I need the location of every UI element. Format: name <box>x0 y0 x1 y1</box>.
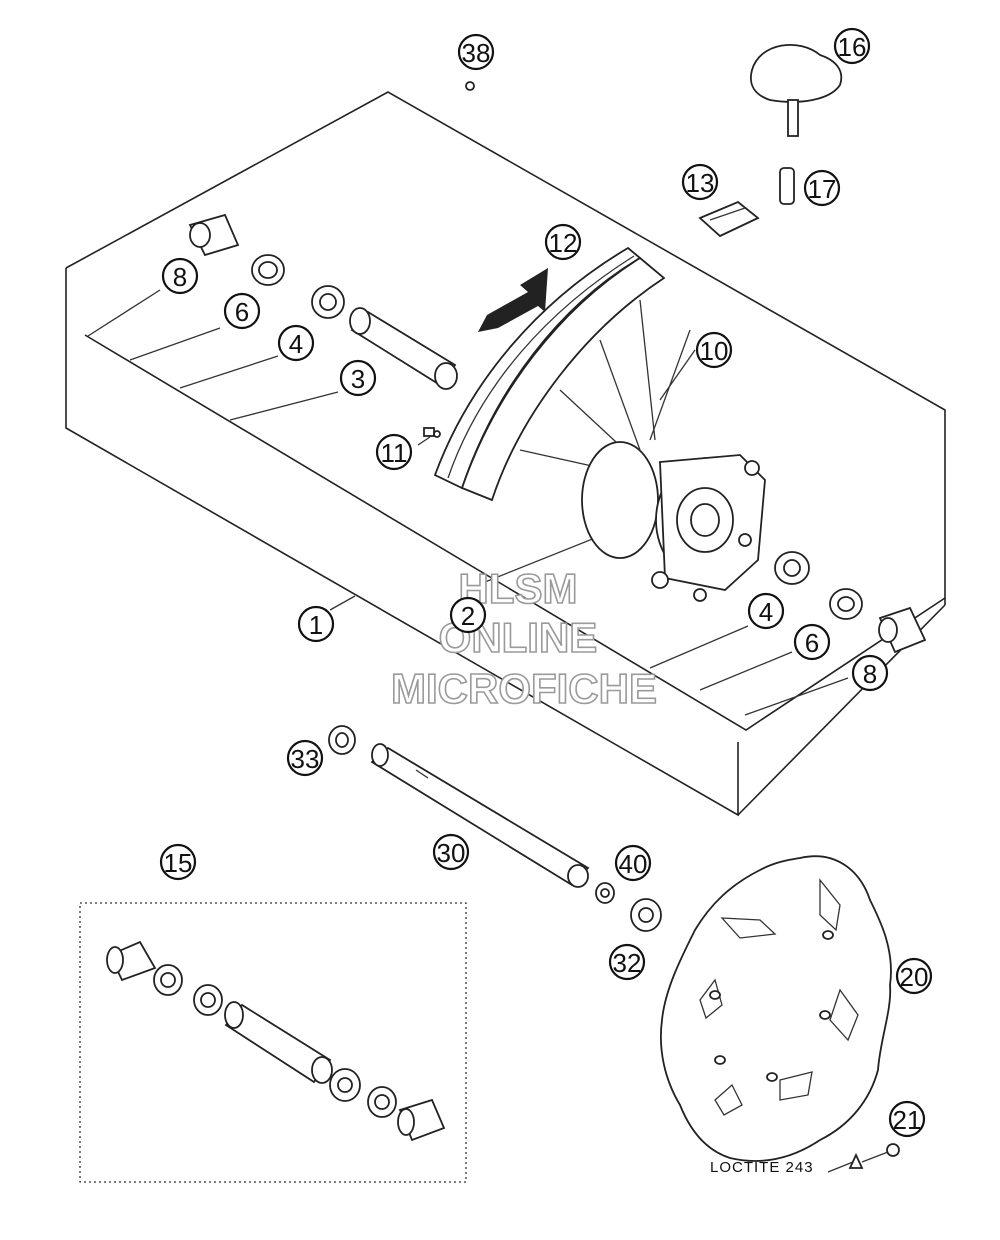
callout-circle <box>681 163 719 201</box>
callout-label: 20 <box>900 962 929 992</box>
callout-12: 12 <box>544 223 582 261</box>
callout-circle <box>747 592 785 630</box>
callout-4b: 4 <box>747 592 785 630</box>
callout-circle <box>432 833 470 871</box>
callout-1: 1 <box>297 605 335 643</box>
callout-label: 32 <box>613 948 642 978</box>
callout-40: 40 <box>614 844 652 882</box>
right-bearing-set <box>774 551 927 654</box>
callout-label: 12 <box>549 228 578 258</box>
loctite-note: LOCTITE 243 <box>710 1159 814 1176</box>
callout-32: 32 <box>608 943 646 981</box>
callout-circle <box>695 331 733 369</box>
rim-lock-nut <box>779 167 795 205</box>
spoke-nipple <box>423 427 441 438</box>
callout-circle <box>614 844 652 882</box>
callout-20: 20 <box>895 957 933 995</box>
callout-label: 30 <box>437 838 466 868</box>
callout-label: 33 <box>291 744 320 774</box>
callout-label: 21 <box>893 1105 922 1135</box>
callout-label: 4 <box>759 597 773 627</box>
callout-label: 8 <box>173 262 187 292</box>
callout-circle <box>457 33 495 71</box>
callout-label: 40 <box>619 849 648 879</box>
callout-circle <box>833 27 871 65</box>
callout-3: 3 <box>339 359 377 397</box>
callout-8b: 8 <box>851 654 889 692</box>
callout-label: 10 <box>700 336 729 366</box>
callout-circle <box>339 359 377 397</box>
watermark: HLSM ONLINE MICROFICHE <box>390 564 658 713</box>
callout-label: 3 <box>351 364 365 394</box>
callout-circle <box>544 223 582 261</box>
axle <box>370 743 590 888</box>
rotation-direction-arrow <box>478 268 548 332</box>
left-bearing-set <box>188 213 458 390</box>
callout-label: 17 <box>808 174 837 204</box>
callout-6b: 6 <box>793 623 831 661</box>
small-nut <box>465 81 475 91</box>
callout-label: 6 <box>235 297 249 327</box>
callout-circle <box>223 292 261 330</box>
callout-label: 2 <box>461 601 475 631</box>
callout-label: 15 <box>164 848 193 878</box>
callout-circle <box>297 605 335 643</box>
wheel-assembly-frame <box>65 91 946 817</box>
watermark-line-3: MICROFICHE <box>391 665 657 712</box>
callout-circle <box>449 596 487 634</box>
bearing-kit <box>79 902 467 1183</box>
callout-circle <box>803 169 841 207</box>
callout-label: 38 <box>462 38 491 68</box>
callout-30: 30 <box>432 833 470 871</box>
callout-label: 4 <box>289 329 303 359</box>
callout-circle <box>277 324 315 362</box>
axle-spacer-left <box>328 725 356 755</box>
callout-circle <box>159 843 197 881</box>
rim-tape <box>698 200 760 238</box>
washer <box>595 882 615 904</box>
callout-circle <box>161 257 199 295</box>
callout-15: 15 <box>159 843 197 881</box>
callout-6a: 6 <box>223 292 261 330</box>
callout-circle <box>375 433 413 471</box>
callout-33: 33 <box>286 739 324 777</box>
callout-10: 10 <box>695 331 733 369</box>
axle-spacer-right <box>630 898 662 932</box>
callout-label: 11 <box>381 438 408 468</box>
callout-17: 17 <box>803 169 841 207</box>
callout-21: 21 <box>888 1100 926 1138</box>
rim-lock <box>750 43 843 137</box>
wheel-rim <box>433 246 691 502</box>
callout-label: 13 <box>686 168 715 198</box>
callout-label: 6 <box>805 628 819 658</box>
callout-circle <box>888 1100 926 1138</box>
callout-circle <box>608 943 646 981</box>
callout-11: 11 <box>375 433 413 471</box>
watermark-line-2: ONLINE <box>439 614 598 661</box>
callout-38: 38 <box>457 33 495 71</box>
callout-circle <box>895 957 933 995</box>
callout-13: 13 <box>681 163 719 201</box>
brake-disc <box>659 855 892 1162</box>
callout-2: 2 <box>449 596 487 634</box>
callout-circle <box>286 739 324 777</box>
callout-label: 1 <box>309 610 323 640</box>
callout-8a: 8 <box>161 257 199 295</box>
wheel-hub <box>581 441 766 602</box>
callout-label: 8 <box>863 659 877 689</box>
callout-label: 16 <box>838 32 867 62</box>
disc-bolt <box>848 1143 900 1169</box>
callout-16: 16 <box>833 27 871 65</box>
callout-circle <box>793 623 831 661</box>
callout-4a: 4 <box>277 324 315 362</box>
callout-circle <box>851 654 889 692</box>
